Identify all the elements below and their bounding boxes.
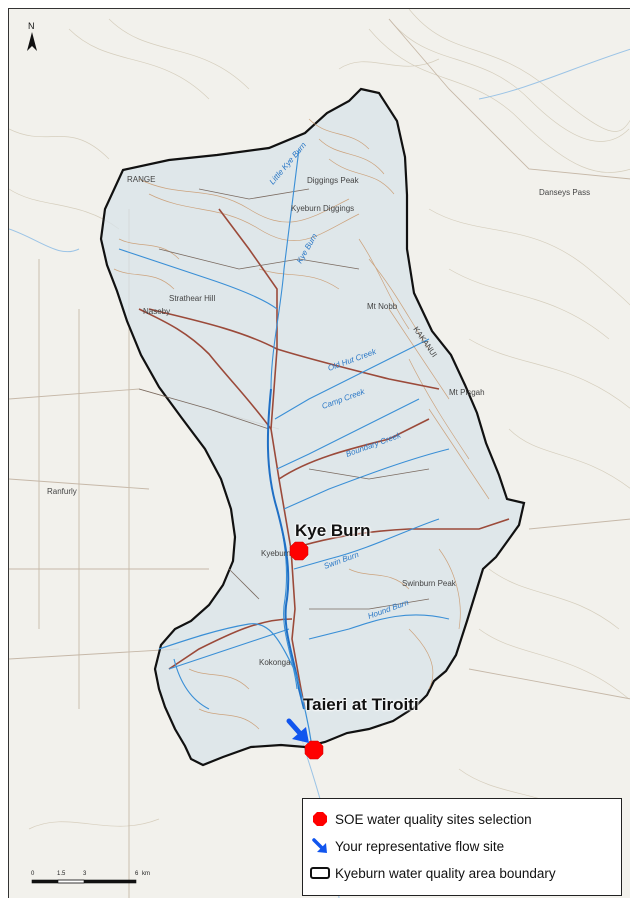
place-danseys-pass: Danseys Pass bbox=[539, 188, 590, 197]
site-kye-burn-marker[interactable] bbox=[289, 541, 309, 561]
map-legend: SOE water quality sites selection Your r… bbox=[302, 798, 622, 896]
place-kokonga: Kokonga bbox=[259, 658, 291, 667]
place-kyeburn-diggings: Kyeburn Diggings bbox=[291, 204, 354, 213]
flow-site-arrow[interactable] bbox=[286, 718, 309, 743]
scale-bar-graphic bbox=[31, 879, 137, 884]
legend-label-soe-sites: SOE water quality sites selection bbox=[335, 811, 532, 827]
scale-tick-2: 3 bbox=[83, 871, 87, 877]
place-swinburn-peak: Swinburn Peak bbox=[402, 579, 457, 588]
red-octagon-icon bbox=[309, 809, 331, 829]
minor-roads bbox=[138, 188, 430, 610]
place-kyeburn: Kyeburn bbox=[261, 549, 291, 558]
catchment-contours bbox=[113, 118, 490, 730]
north-arrow: N bbox=[23, 19, 41, 55]
place-naseby: Naseby bbox=[143, 307, 170, 316]
kyeburn-catchment-area[interactable] bbox=[99, 87, 526, 767]
legend-label-boundary: Kyeburn water quality area boundary bbox=[335, 865, 556, 881]
scale-tick-3: 6 bbox=[135, 871, 139, 877]
place-names: Kyeburn Diggings Naseby Kyeburn Kokonga … bbox=[47, 175, 590, 667]
roads bbox=[138, 208, 510, 710]
site-label-taieri: Taieri at Tiroiti bbox=[303, 695, 419, 714]
scale-tick-0: 0 bbox=[31, 871, 35, 877]
place-mt-pisgah: Mt Pisgah bbox=[449, 388, 485, 397]
legend-item-flow-site: Your representative flow site bbox=[309, 834, 504, 858]
main-river bbox=[266, 388, 305, 710]
place-ranfurly: Ranfurly bbox=[47, 487, 77, 496]
place-strathear-hill: Strathear Hill bbox=[169, 294, 215, 303]
north-arrow-icon: N bbox=[27, 21, 37, 51]
scale-tick-1: 1.5 bbox=[57, 871, 66, 877]
legend-item-soe-sites: SOE water quality sites selection bbox=[309, 807, 532, 831]
scale-bar: 0 1.5 3 6 km bbox=[31, 871, 151, 893]
svg-text:N: N bbox=[28, 21, 35, 31]
place-range: RANGE bbox=[127, 175, 155, 184]
scale-unit: km bbox=[142, 871, 150, 877]
site-taieri-marker[interactable] bbox=[304, 740, 324, 760]
place-mt-nobb: Mt Nobb bbox=[367, 302, 398, 311]
map-frame[interactable]: Kyeburn Diggings Naseby Kyeburn Kokonga … bbox=[8, 8, 630, 898]
background-contours bbox=[9, 9, 630, 830]
legend-label-flow-site: Your representative flow site bbox=[335, 838, 505, 854]
topo-map[interactable]: Kyeburn Diggings Naseby Kyeburn Kokonga … bbox=[9, 9, 630, 898]
place-diggings-peak: Diggings Peak bbox=[307, 176, 360, 185]
site-label-kye-burn: Kye Burn bbox=[295, 521, 371, 540]
blue-arrow-icon bbox=[309, 836, 331, 856]
black-rectangle-icon bbox=[309, 863, 331, 883]
legend-item-boundary: Kyeburn water quality area boundary bbox=[309, 861, 556, 885]
taieri-river bbox=[158, 623, 315, 760]
